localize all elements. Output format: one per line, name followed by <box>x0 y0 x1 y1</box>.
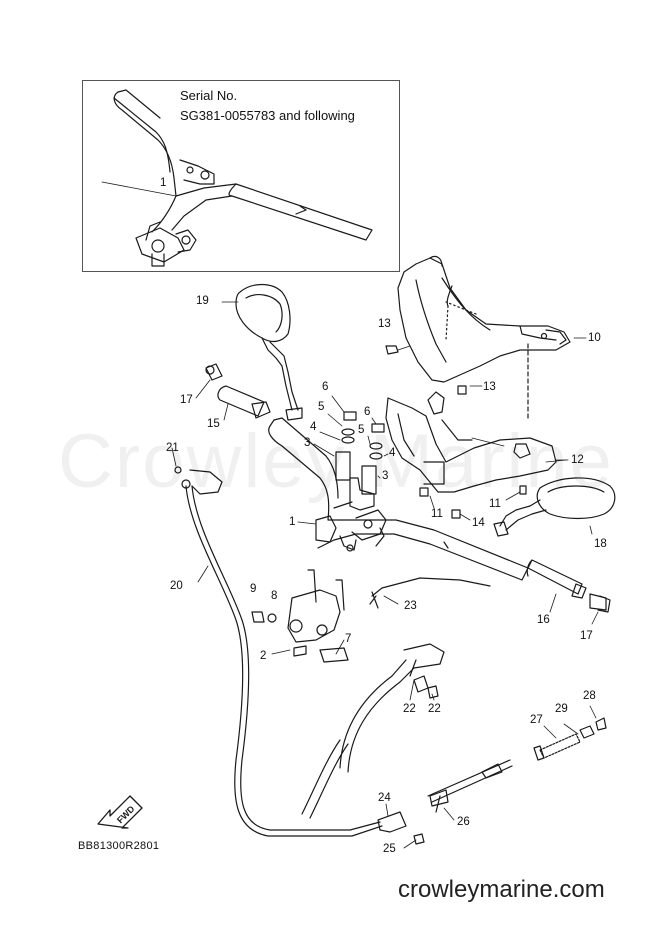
callout-8: 8 <box>271 590 278 602</box>
callout-17-left: 17 <box>180 394 193 406</box>
callout-13-top: 13 <box>378 318 391 330</box>
callout-2: 2 <box>260 650 267 662</box>
callout-11-right: 11 <box>489 498 501 510</box>
fwd-arrow-icon: FWD <box>97 795 143 829</box>
callout-22-left: 22 <box>403 703 416 715</box>
callout-23: 23 <box>404 600 417 612</box>
callout-6-left: 6 <box>322 381 329 393</box>
diagram-code: BB81300R2801 <box>78 840 160 852</box>
cables <box>171 447 491 837</box>
callout-4-right: 4 <box>389 447 396 459</box>
grip-left <box>195 363 271 421</box>
callout-1-main: 1 <box>289 516 296 528</box>
callout-4-left: 4 <box>310 421 317 433</box>
callout-24: 24 <box>378 792 391 804</box>
inset-handlebar <box>101 89 373 267</box>
serial-value: SG381-0055783 and following <box>180 108 355 123</box>
callout-5-left: 5 <box>318 401 325 413</box>
callout-10: 10 <box>588 332 601 344</box>
callout-11-left: 11 <box>431 508 443 520</box>
brake-assembly <box>377 705 607 849</box>
callout-14: 14 <box>472 517 485 529</box>
watermark-bottom: crowleymarine.com <box>398 876 605 903</box>
callout-12: 12 <box>571 454 584 466</box>
callout-18: 18 <box>594 538 607 550</box>
callout-13-mid: 13 <box>483 381 496 393</box>
watermark-center: Crowley Marine <box>58 419 614 504</box>
serial-note: Serial No. SG381-0055783 and following <box>180 86 355 126</box>
mirror-left <box>221 283 303 421</box>
mirror-right <box>493 477 616 537</box>
callout-7: 7 <box>345 633 352 645</box>
callout-27: 27 <box>530 714 543 726</box>
callout-16: 16 <box>537 614 550 626</box>
callout-19: 19 <box>196 295 209 307</box>
callout-26: 26 <box>457 816 470 828</box>
callout-15: 15 <box>207 418 220 430</box>
callout-17-right: 17 <box>580 630 593 642</box>
callout-21: 21 <box>166 442 179 454</box>
inset-frame <box>82 80 400 272</box>
callout-9: 9 <box>250 583 257 595</box>
callout-1-inset: 1 <box>160 177 167 189</box>
callout-22-right: 22 <box>428 703 441 715</box>
callout-25: 25 <box>383 843 396 855</box>
callout-3-left: 3 <box>304 437 311 449</box>
handlebar-cover <box>385 255 587 421</box>
leader-lines <box>409 437 567 701</box>
callout-6-right: 6 <box>364 406 371 418</box>
callout-3-right: 3 <box>382 470 389 482</box>
callout-20: 20 <box>170 580 183 592</box>
holders <box>313 395 389 495</box>
grip-right <box>526 559 611 625</box>
callout-28: 28 <box>583 690 596 702</box>
callout-5-right: 5 <box>358 424 365 436</box>
callout-29: 29 <box>555 703 568 715</box>
main-handlebar <box>268 417 529 581</box>
serial-label: Serial No. <box>180 88 238 103</box>
lower-bracket <box>251 569 349 663</box>
lower-cover <box>385 391 569 519</box>
